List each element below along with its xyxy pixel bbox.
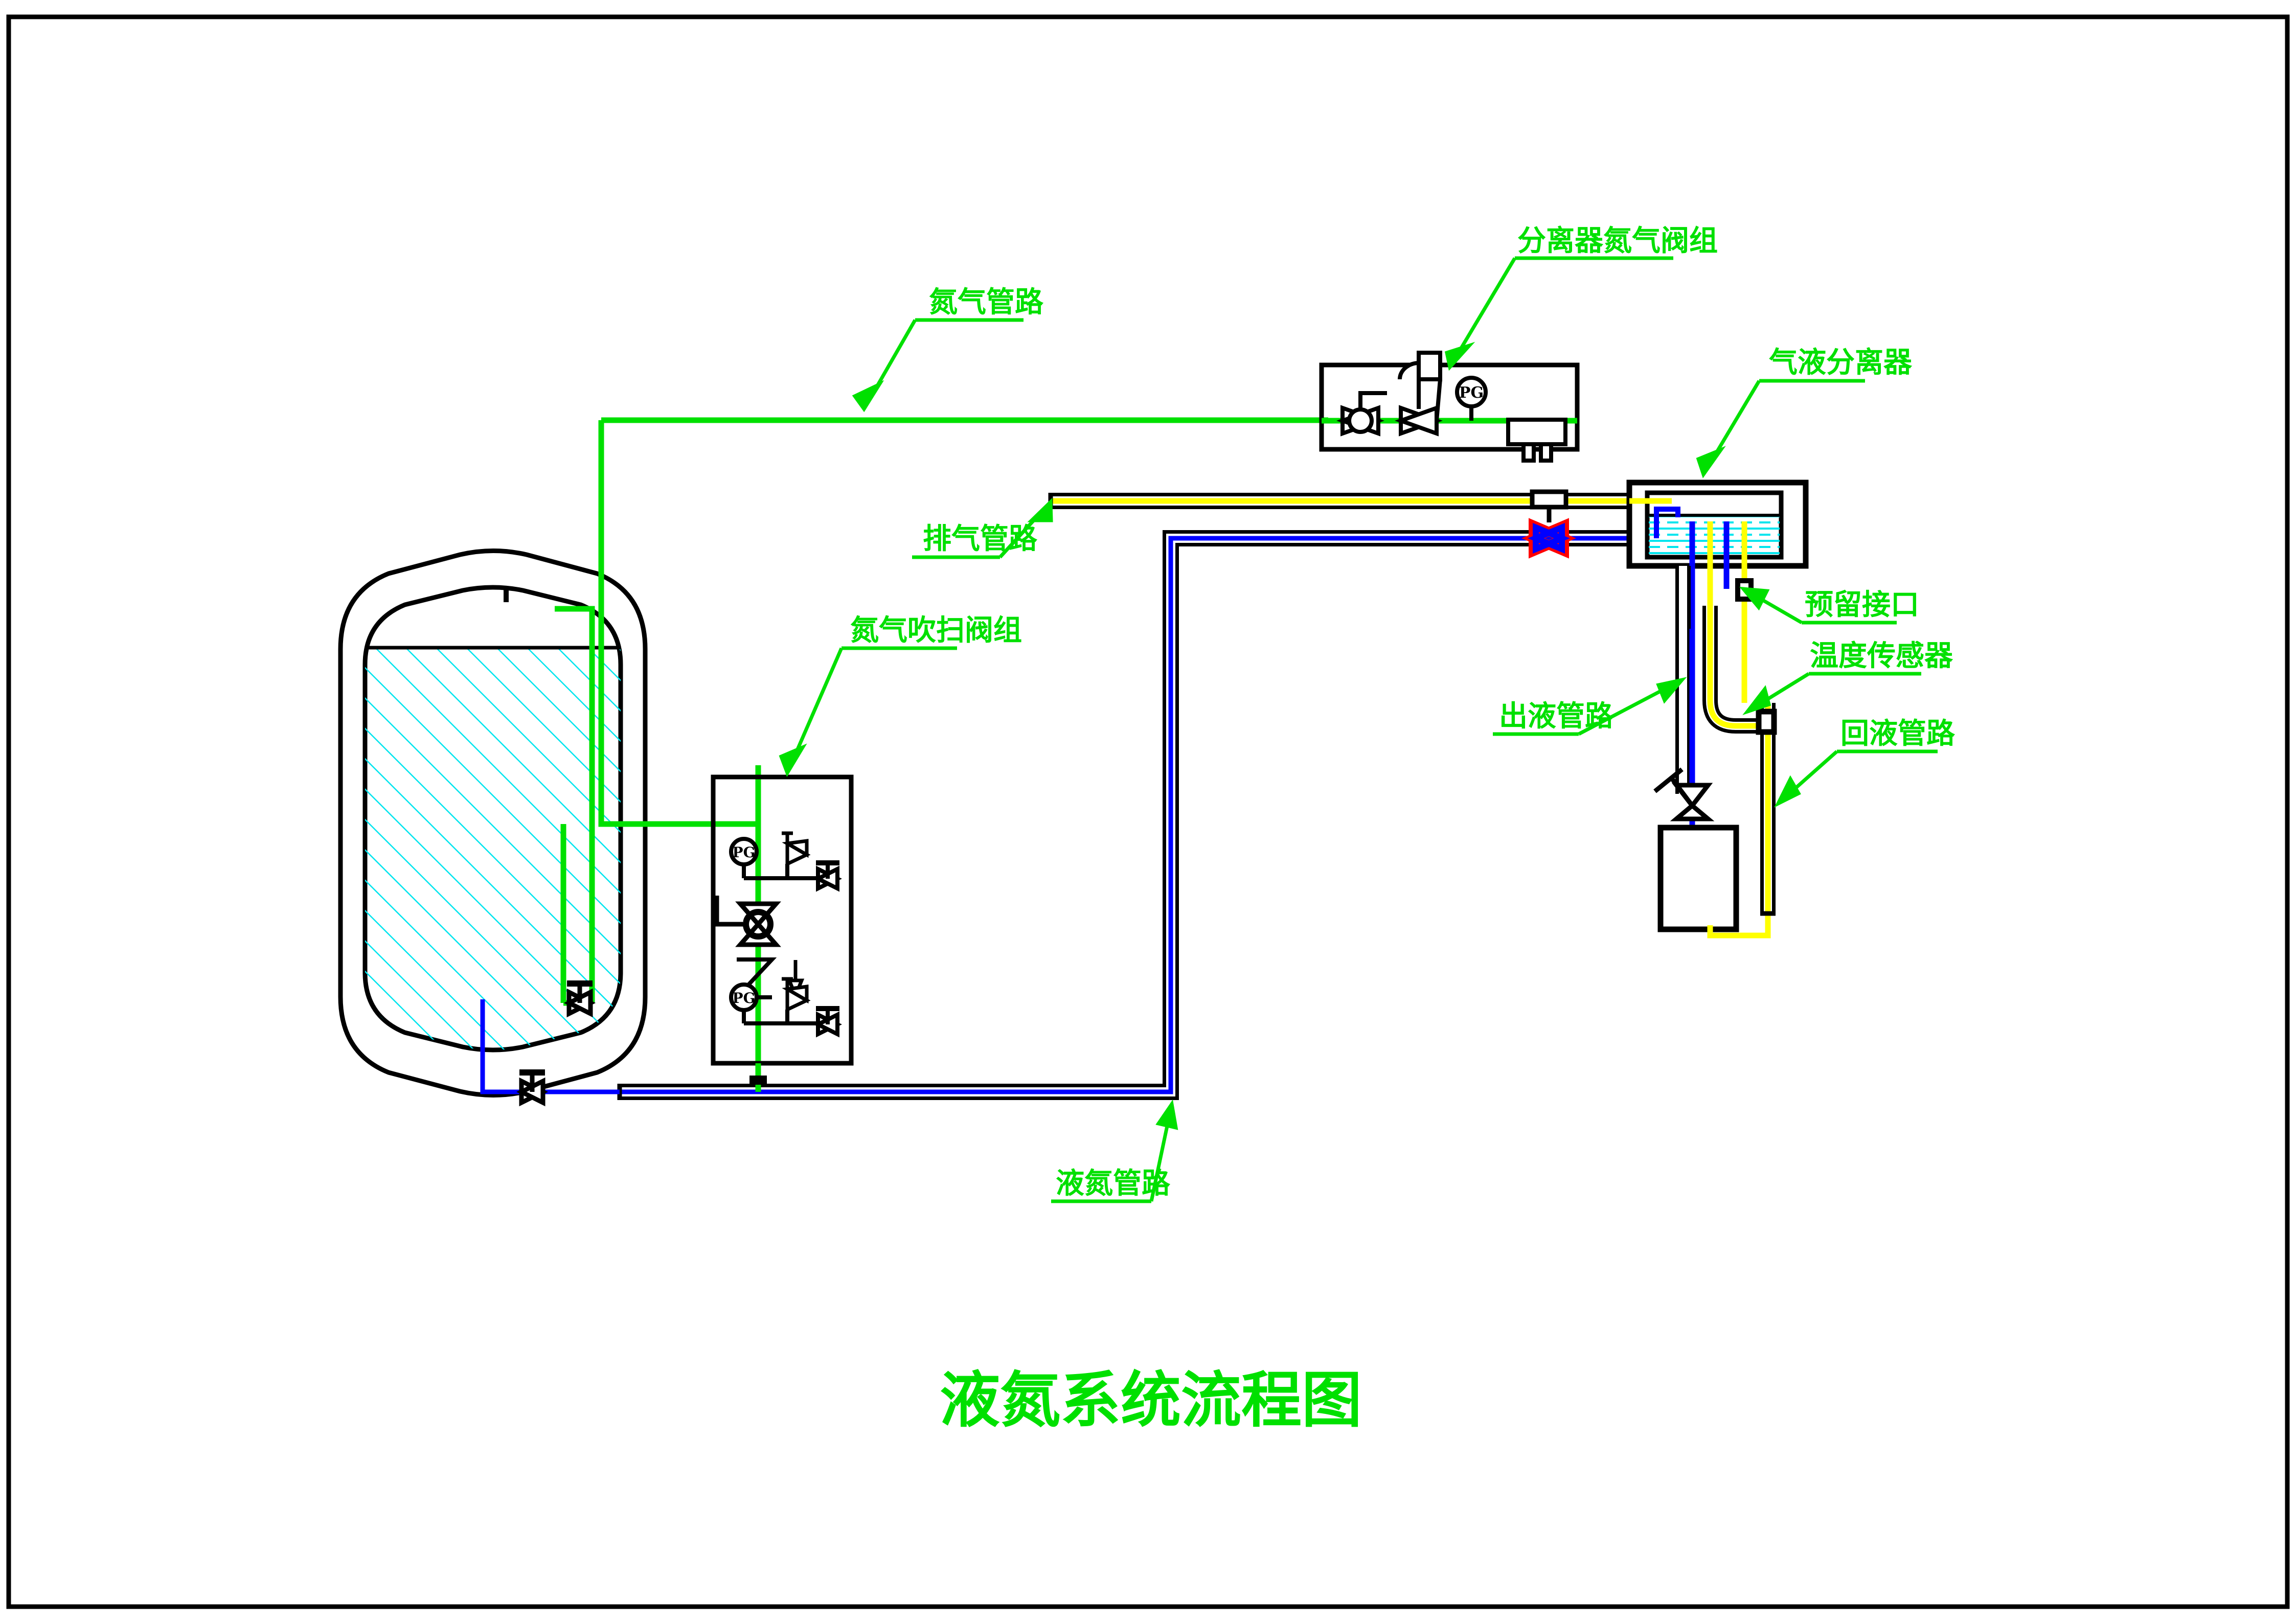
pressure-gauge-separator-tag: PG [1459,384,1484,402]
liquid-nitrogen-pipeline [480,530,1644,1100]
nitrogen-tank-takeoff [555,606,595,1003]
drawing-title: 液氮系统流程图 [940,1364,1362,1435]
nitrogen-purge-valve-group-panel: PG [711,774,854,1092]
valve-separator-inlet-control[interactable] [1521,489,1576,559]
purge-valve-panel-box [711,774,854,1066]
valve-purge-main-ball[interactable] [714,896,781,947]
label-nitrogen-purge-valve-group: 氮气吹扫阀组 [850,614,1022,647]
valve-separator-diaphragm[interactable] [1395,351,1443,437]
ln-liquid-line [620,536,1644,1094]
pressure-gauge-separator: PG [1455,376,1488,421]
liquid-return-pipeline [1702,587,1776,939]
purge-lower-branch [729,982,818,1025]
leader-lines [779,256,1938,1203]
label-separator-nitrogen-valve-group: 分离器氮气阀组 [1517,224,1718,258]
valve-nitrogen-tank-riser[interactable] [563,980,596,1018]
ln-tank-bottom-drop [480,999,620,1094]
valve-separator-ball[interactable] [1336,391,1387,437]
return-gas-line-a [1707,606,1768,729]
valve-purge-relief-upper[interactable] [782,831,811,867]
valve-process-unit-inlet[interactable] [1653,767,1715,821]
separator-liquid-level [1647,514,1781,554]
valve-actuator-box [1530,489,1568,510]
drawing-border [6,14,2290,1609]
valve-purge-vent-upper[interactable] [813,860,842,892]
separator-nitrogen-valve-group-panel: PG [1319,351,1580,463]
valve-purge-vent-lower[interactable] [813,1006,842,1038]
valve-purge-relief-lower[interactable] [782,977,811,1013]
tank-outer-shell [338,548,648,1098]
label-reserved-interface: 预留接口 [1805,588,1919,622]
label-nitrogen-gas-pipeline: 氮气管路 [929,286,1044,319]
label-liquid-return-pipeline: 回液管路 [1840,717,1956,750]
label-liquid-nitrogen-pipeline: 液氮管路 [1056,1167,1171,1200]
return-gas-line-bottom [1707,911,1771,939]
pressure-gauge-purge-upper-tag: PG [733,844,756,861]
process-equipment-unit [1657,825,1739,932]
purge-upper-branch [729,837,818,880]
label-temperature-sensor: 温度传感器 [1810,639,1953,673]
valve-tank-liquid-outlet[interactable] [516,1069,549,1107]
annotation-labels: 氮气管路 分离器氮气阀组 气液分离器 排气管路 预留接口 温度传感器 氮气吹扫阀… [850,224,1956,1200]
purge-tee-to-ln-header [749,1063,767,1092]
label-gas-liquid-separator: 气液分离器 [1769,346,1913,379]
temperature-sensor [1756,708,1777,735]
pressure-gauge-purge-lower-tag: PG [733,990,756,1007]
separator-panel-terminal-unit [1506,418,1567,463]
separator-dip-tube [1654,507,1680,538]
label-liquid-outlet-pipeline: 出液管路 [1499,700,1614,733]
label-exhaust-pipeline: 排气管路 [923,522,1038,556]
nitrogen-branch-to-purge-group [598,420,758,827]
gas-liquid-separator [1626,479,1809,629]
